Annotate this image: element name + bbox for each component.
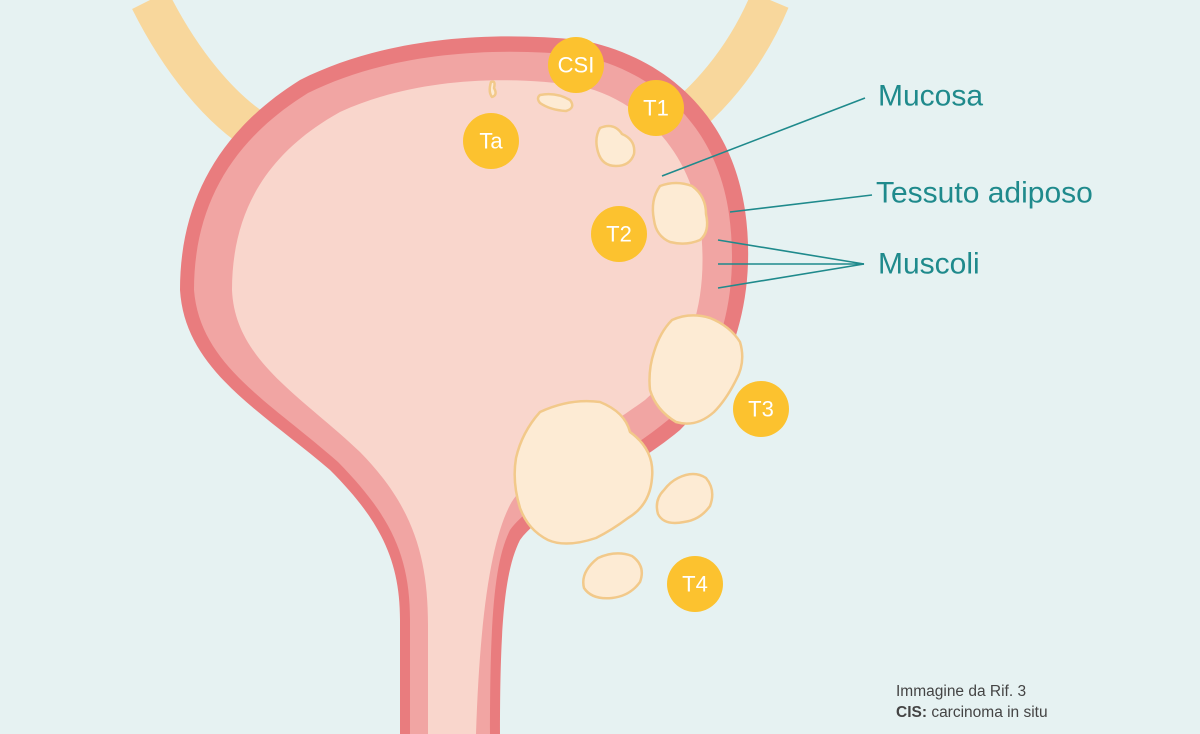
cis-abbreviation: CIS: [896, 704, 927, 721]
image-source-note: Immagine da Rif. 3 CIS: carcinoma in sit… [896, 681, 1048, 723]
stage-badge-ta: Ta [463, 113, 519, 169]
stage-label-t3: T3 [748, 397, 774, 422]
tumor-ta [488, 80, 497, 99]
leader-muscle-1 [717, 239, 865, 265]
tumor-t4-upper [655, 472, 714, 525]
tumor-t3-large [513, 399, 654, 545]
tumor-t1 [595, 124, 636, 168]
stage-badge-t3: T3 [733, 381, 789, 437]
label-mucosa: Mucosa [878, 80, 983, 113]
tumor-t2 [651, 181, 709, 245]
stage-label-ta: Ta [479, 129, 503, 154]
stage-label-t4: T4 [682, 572, 708, 597]
stage-label-t2: T2 [606, 222, 632, 247]
leader-fat [729, 194, 873, 213]
tumor-cis [536, 92, 574, 113]
stage-badge-t2: T2 [591, 206, 647, 262]
tumor-t4-lower [582, 552, 643, 600]
stage-label-csi: CSI [558, 53, 595, 78]
bladder-lumen [232, 80, 703, 734]
stage-badge-t1: T1 [628, 80, 684, 136]
stage-badge-csi: CSI [548, 37, 604, 93]
leader-muscle-3 [717, 263, 865, 289]
source-reference: Immagine da Rif. 3 [896, 683, 1027, 700]
tumor-t3 [648, 314, 744, 425]
stage-label-t1: T1 [643, 96, 669, 121]
label-muscles: Muscoli [878, 248, 980, 281]
cis-definition: CIS: carcinoma in situ [896, 702, 1048, 723]
left-ureter [132, 0, 273, 153]
leader-mucosa [661, 97, 866, 177]
cis-meaning: carcinoma in situ [931, 704, 1048, 721]
label-adipose-tissue: Tessuto adiposo [876, 177, 1093, 210]
stage-badge-t4: T4 [667, 556, 723, 612]
